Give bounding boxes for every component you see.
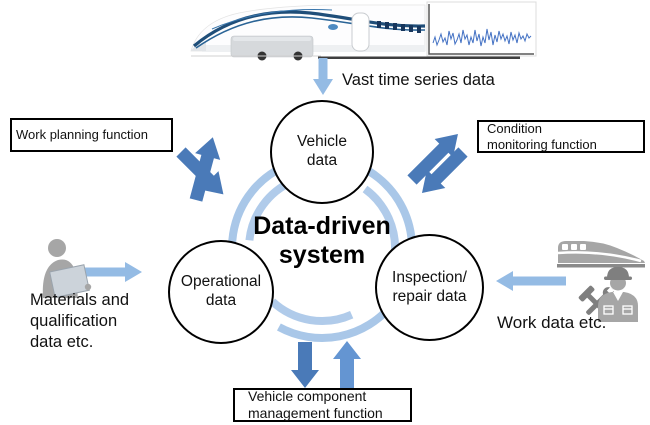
inspection-data-label-line1: Inspection/ bbox=[392, 268, 467, 286]
component-management-function-box: Vehicle component management function bbox=[233, 388, 412, 422]
maintenance-worker-icon bbox=[578, 267, 638, 322]
center-title-line1: Data-driven bbox=[253, 212, 391, 240]
materials-data-label: Materials and qualification data etc. bbox=[30, 290, 129, 353]
condition-monitoring-label-line1: Condition bbox=[487, 121, 542, 137]
arrow-train-to-vehicle-data bbox=[313, 58, 333, 95]
condition-monitoring-function-box: Condition monitoring function bbox=[477, 120, 645, 153]
shinkansen-side-illustration-icon bbox=[190, 4, 520, 61]
materials-label-line1: Materials and bbox=[30, 291, 130, 309]
person-reading-icon bbox=[42, 239, 92, 299]
component-management-label-line2: management function bbox=[248, 405, 383, 421]
vehicle-data-label-line2: data bbox=[306, 152, 338, 169]
vast-time-series-data-label: Vast time series data bbox=[342, 71, 495, 89]
center-title-line2: system bbox=[278, 241, 366, 269]
vehicle-data-label-line1: Vehicle bbox=[297, 133, 347, 151]
work-data-label: Work data etc. bbox=[497, 313, 607, 332]
arrow-workdata-to-inspection bbox=[496, 271, 566, 291]
arrows-work-planning-exchange bbox=[176, 137, 224, 202]
work-planning-function-box: Work planning function bbox=[10, 118, 173, 152]
materials-label-line2: qualification bbox=[30, 312, 118, 330]
bullet-train-icon bbox=[557, 241, 645, 268]
work-planning-function-label: Work planning function bbox=[16, 127, 149, 143]
time-series-sparkline-icon bbox=[426, 1, 537, 57]
arrows-component-management-exchange bbox=[291, 341, 361, 388]
materials-label-line3: data etc. bbox=[30, 333, 94, 351]
condition-monitoring-label-line2: monitoring function bbox=[487, 136, 597, 152]
operational-data-label-line2: data bbox=[205, 292, 237, 309]
arrow-materials-to-operational bbox=[85, 262, 142, 282]
node-inspection-repair-data: Inspection/ repair data bbox=[375, 234, 484, 341]
node-vehicle-data: Vehicle data bbox=[270, 100, 374, 204]
operational-data-label-line1: Operational bbox=[180, 273, 262, 291]
component-management-label-line1: Vehicle component bbox=[248, 388, 367, 405]
inspection-data-label-line2: repair data bbox=[392, 287, 467, 305]
center-title: Data-driven system bbox=[222, 212, 422, 270]
arrows-condition-monitoring-exchange bbox=[407, 134, 468, 194]
node-operational-data: Operational data bbox=[168, 240, 274, 344]
